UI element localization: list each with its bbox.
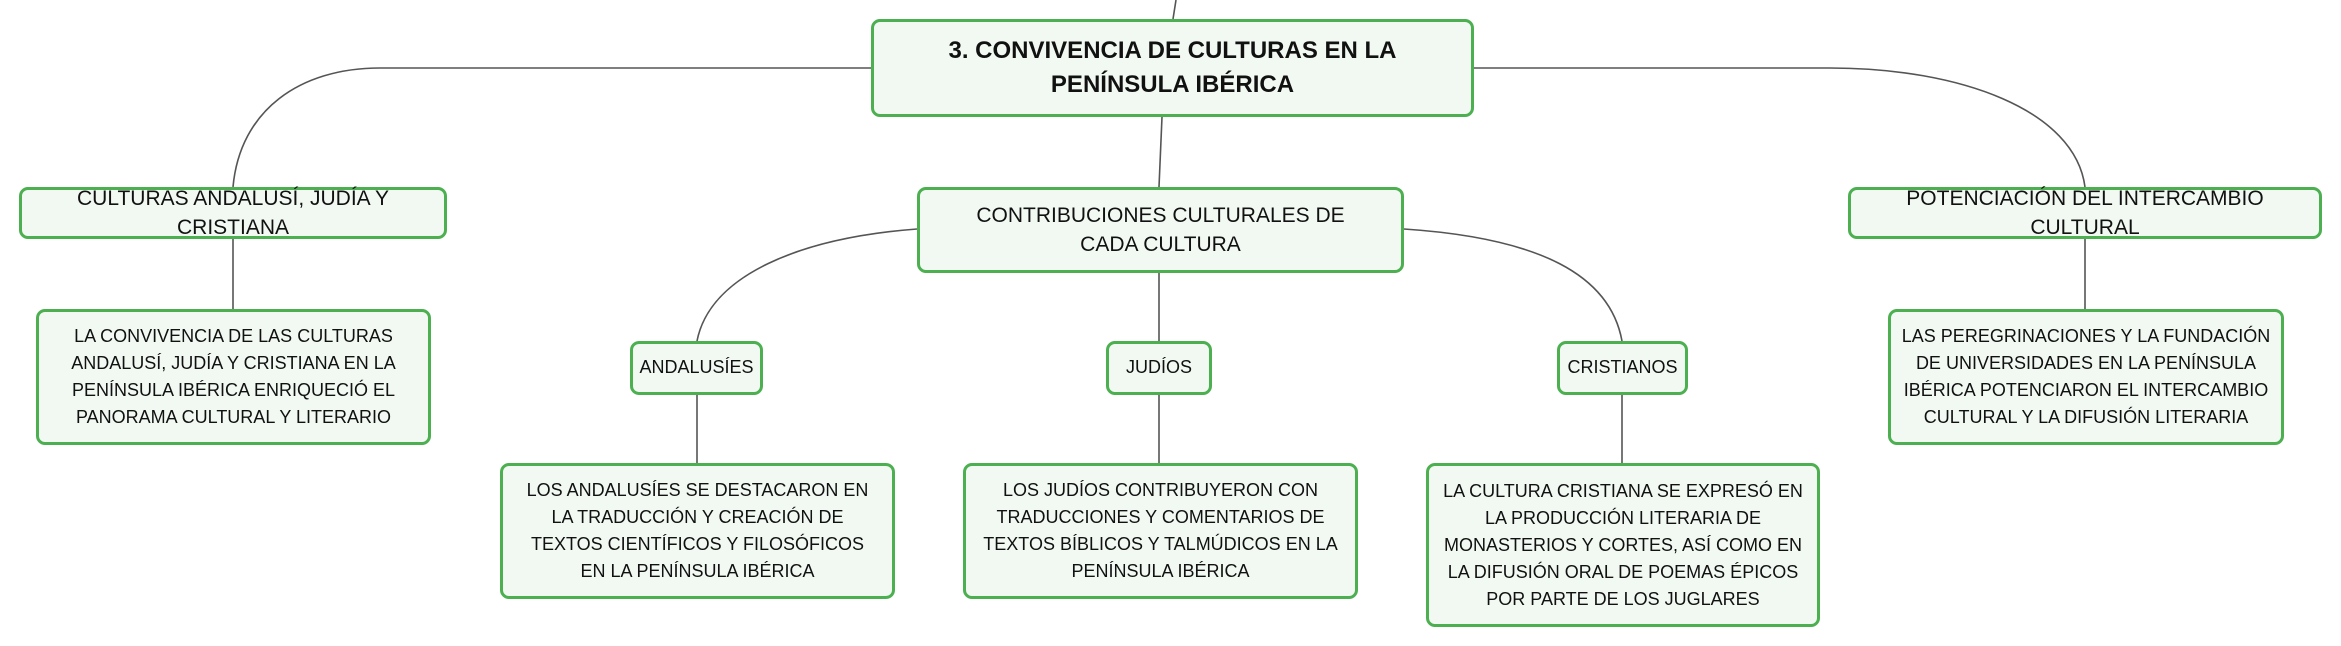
connector-root-culturas <box>232 67 871 188</box>
branch-contribuciones-node[interactable]: CONTRIBUCIONES CULTURALES DE CADA CULTUR… <box>917 187 1404 273</box>
subtopic-judios-label: JUDÍOS <box>1125 357 1192 378</box>
andalusies-detail-node[interactable]: LOS ANDALUSÍES SE DESTACARON EN LA TRADU… <box>500 463 895 599</box>
judios-detail-text: LOS JUDÍOS CONTRIBUYERON CON TRADUCCIONE… <box>983 480 1338 581</box>
subtopic-cristianos-label: CRISTIANOS <box>1567 357 1678 378</box>
culturas-detail-text: LA CONVIVENCIA DE LAS CULTURAS ANDALUSÍ,… <box>71 326 396 427</box>
subtopic-andalusies-node[interactable]: ANDALUSÍES <box>630 341 763 395</box>
subtopic-judios-node[interactable]: JUDÍOS <box>1106 341 1212 395</box>
branch-potenciacion-node[interactable]: POTENCIACIÓN DEL INTERCAMBIO CULTURAL <box>1848 187 2322 239</box>
potenciacion-detail-node[interactable]: LAS PEREGRINACIONES Y LA FUNDACIÓN DE UN… <box>1888 309 2284 445</box>
judios-detail-node[interactable]: LOS JUDÍOS CONTRIBUYERON CON TRADUCCIONE… <box>963 463 1358 599</box>
subtopic-andalusies-label: ANDALUSÍES <box>639 357 754 378</box>
potenciacion-detail-text: LAS PEREGRINACIONES Y LA FUNDACIÓN DE UN… <box>1901 326 2271 427</box>
root-topic-title: 3. CONVIVENCIA DE CULTURAS EN LA PENÍNSU… <box>948 37 1397 98</box>
connector-root-parent <box>1172 0 1177 20</box>
connector-root-potenciacion <box>1474 67 2086 188</box>
subtopic-cristianos-node[interactable]: CRISTIANOS <box>1557 341 1688 395</box>
root-topic-node[interactable]: 3. CONVIVENCIA DE CULTURAS EN LA PENÍNSU… <box>871 19 1474 117</box>
culturas-detail-node[interactable]: LA CONVIVENCIA DE LAS CULTURAS ANDALUSÍ,… <box>36 309 431 445</box>
connector-root-contribuciones <box>1158 116 1163 188</box>
connector-contrib-andalusies <box>696 228 918 342</box>
branch-potenciacion-label: POTENCIACIÓN DEL INTERCAMBIO CULTURAL <box>1906 186 2264 239</box>
andalusies-detail-text: LOS ANDALUSÍES SE DESTACARON EN LA TRADU… <box>526 480 869 581</box>
branch-culturas-label: CULTURAS ANDALUSÍ, JUDÍA Y CRISTIANA <box>77 186 389 239</box>
branch-contribuciones-label: CONTRIBUCIONES CULTURALES DE CADA CULTUR… <box>976 203 1345 256</box>
branch-culturas-node[interactable]: CULTURAS ANDALUSÍ, JUDÍA Y CRISTIANA <box>19 187 447 239</box>
cristianos-detail-node[interactable]: LA CULTURA CRISTIANA SE EXPRESÓ EN LA PR… <box>1426 463 1820 627</box>
connector-contrib-cristianos <box>1403 228 1623 342</box>
cristianos-detail-text: LA CULTURA CRISTIANA SE EXPRESÓ EN LA PR… <box>1443 480 1803 609</box>
